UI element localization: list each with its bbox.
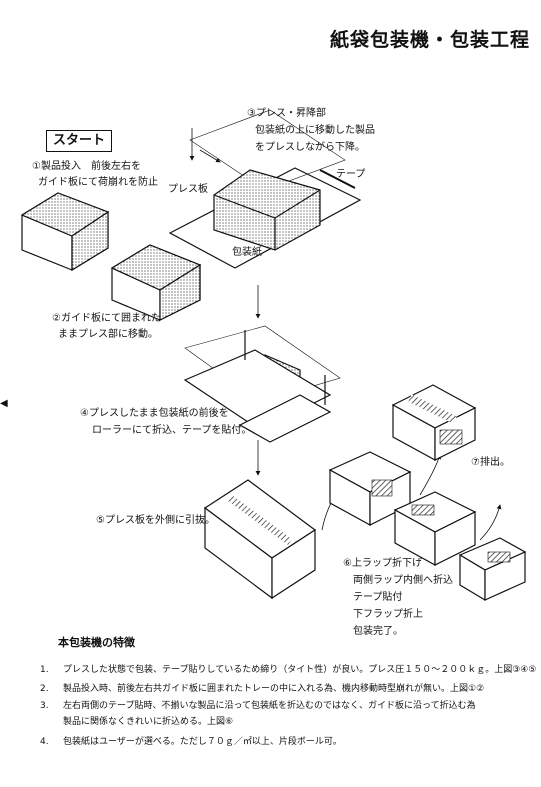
- product-step6c: [458, 537, 527, 602]
- feature-number: 1.: [40, 665, 49, 675]
- product-step7: [391, 384, 477, 462]
- feature-number: 4.: [40, 737, 49, 747]
- feature-text: 左右両側のテープ貼時、不揃いな製品に沿って包装紙を折込むのではなく、ガイド板に沿…: [63, 701, 476, 711]
- feature-text: 製品に関係なくきれいに折込める。上図⑥: [63, 717, 234, 727]
- step6-line1: ⑥上ラップ折下げ: [343, 558, 422, 569]
- step5-text: ⑤プレス板を外側に引抜。: [96, 515, 215, 526]
- product-step2: [110, 244, 202, 321]
- folding-unit-step4: [183, 325, 341, 443]
- product-step6a: [328, 451, 412, 527]
- left-pointer-icon: ◀: [0, 398, 8, 409]
- step3-line1: ③プレス・昇降部: [247, 108, 326, 119]
- step2-line1: ②ガイド板にて囲まれた: [52, 313, 161, 324]
- product-step6b: [393, 491, 477, 567]
- feature-number: 3.: [40, 701, 49, 711]
- feature-number: 2.: [40, 684, 49, 694]
- features-heading: 本包装機の特徴: [58, 636, 135, 649]
- feature-text: 包装紙はユーザーが選べる。ただし７０ｇ／㎡以上、片段ボール可。: [63, 737, 342, 747]
- step1-line1: ①製品投入 前後左右を: [32, 161, 141, 172]
- step7-text: ⑦排出。: [471, 457, 510, 468]
- step6-line5: 包装完了。: [353, 626, 403, 637]
- step2-line2: ままプレス部に移動。: [58, 329, 158, 340]
- page-title: 紙袋包装機・包装工程: [330, 29, 531, 51]
- step4-line2: ローラーにて折込、テープを貼付。: [92, 425, 252, 436]
- product-step5: [203, 479, 317, 600]
- paper-label: 包装紙: [232, 247, 262, 258]
- step1-line2: ガイド板にて荷崩れを防止: [38, 177, 158, 188]
- start-label: スタート: [46, 130, 112, 152]
- tape-label: テープ: [336, 169, 366, 180]
- step6-line2: 両側ラップ内側へ折込: [353, 575, 453, 586]
- feature-text: 製品投入時、前後左右共ガイド板に囲まれたトレーの中に入れる為、機内移動時型崩れが…: [63, 684, 485, 694]
- feature-text: プレスした状態で包装、テープ貼りしているため締り（タイト性）が良い。プレス圧１５…: [63, 665, 537, 675]
- step4-line1: ④プレスしたまま包装紙の前後を: [80, 408, 229, 419]
- step6-line4: 下フラップ折上: [353, 609, 423, 620]
- step3-line3: をプレスしながら下降。: [255, 142, 365, 153]
- product-step1: [20, 192, 110, 272]
- press-plate-label: プレス板: [168, 184, 208, 195]
- press-unit-step3: [168, 109, 362, 269]
- step3-line2: 包装紙の上に移動した製品: [255, 125, 375, 136]
- step6-line3: テープ貼付: [353, 592, 403, 603]
